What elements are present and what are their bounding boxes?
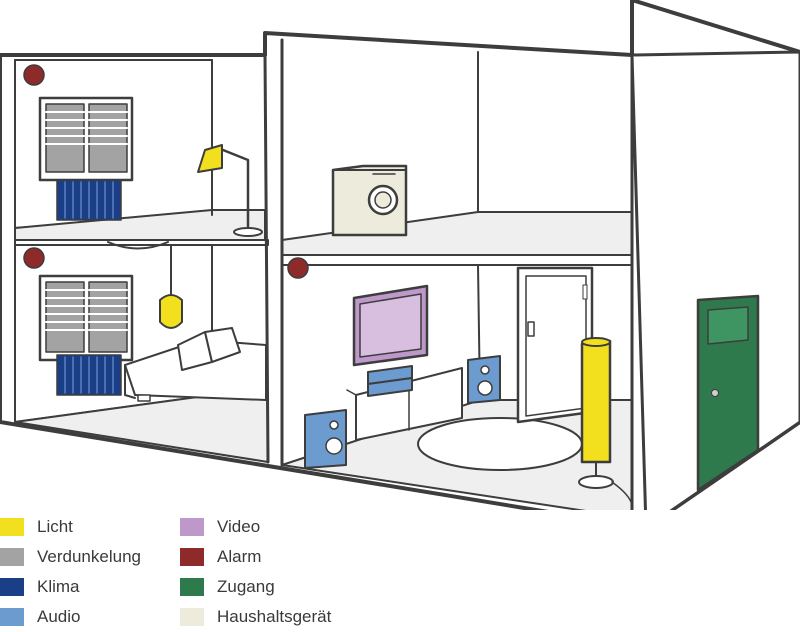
audio-swatch (0, 608, 24, 626)
legend-label: Haushaltsgerät (217, 607, 332, 626)
window-lower (38, 274, 134, 362)
tv (352, 284, 429, 367)
window-upper (38, 96, 134, 182)
legend-label: Verdunkelung (37, 547, 141, 566)
light-swatch (0, 518, 24, 536)
radiator-lower (56, 354, 122, 396)
climate-swatch (0, 578, 24, 596)
speaker-right (467, 355, 501, 404)
pendant-light (159, 244, 183, 329)
floor-lamp (197, 144, 263, 237)
house-illustration (0, 0, 800, 510)
rug (417, 417, 583, 471)
access-swatch (180, 578, 204, 596)
alarm-sensors (23, 64, 309, 279)
legend-label: Licht (37, 517, 73, 536)
interior-door (516, 266, 594, 424)
front-door (696, 294, 760, 492)
sofa (124, 327, 267, 402)
shading-swatch (0, 548, 24, 566)
column-lamp (578, 337, 633, 506)
radiator-upper (56, 179, 122, 221)
speaker-left (304, 409, 347, 469)
legend-label: Klima (37, 577, 80, 596)
legend-label: Zugang (217, 577, 275, 596)
av-receiver (367, 365, 413, 397)
alarm-sensor-lower-right (287, 257, 309, 279)
legend-label: Video (217, 517, 261, 536)
house-structure (0, 0, 800, 510)
legend-label: Alarm (217, 547, 262, 566)
alarm-sensor-upper-left (23, 64, 45, 86)
video-swatch (180, 518, 204, 536)
appliance-swatch (180, 608, 204, 626)
alarm-swatch (180, 548, 204, 566)
legend: Licht Verdunkelung Klima Audio Video Ala… (0, 515, 800, 632)
alarm-sensor-lower-left (23, 247, 45, 269)
washing-machine (331, 164, 408, 237)
legend-label: Audio (37, 607, 81, 626)
